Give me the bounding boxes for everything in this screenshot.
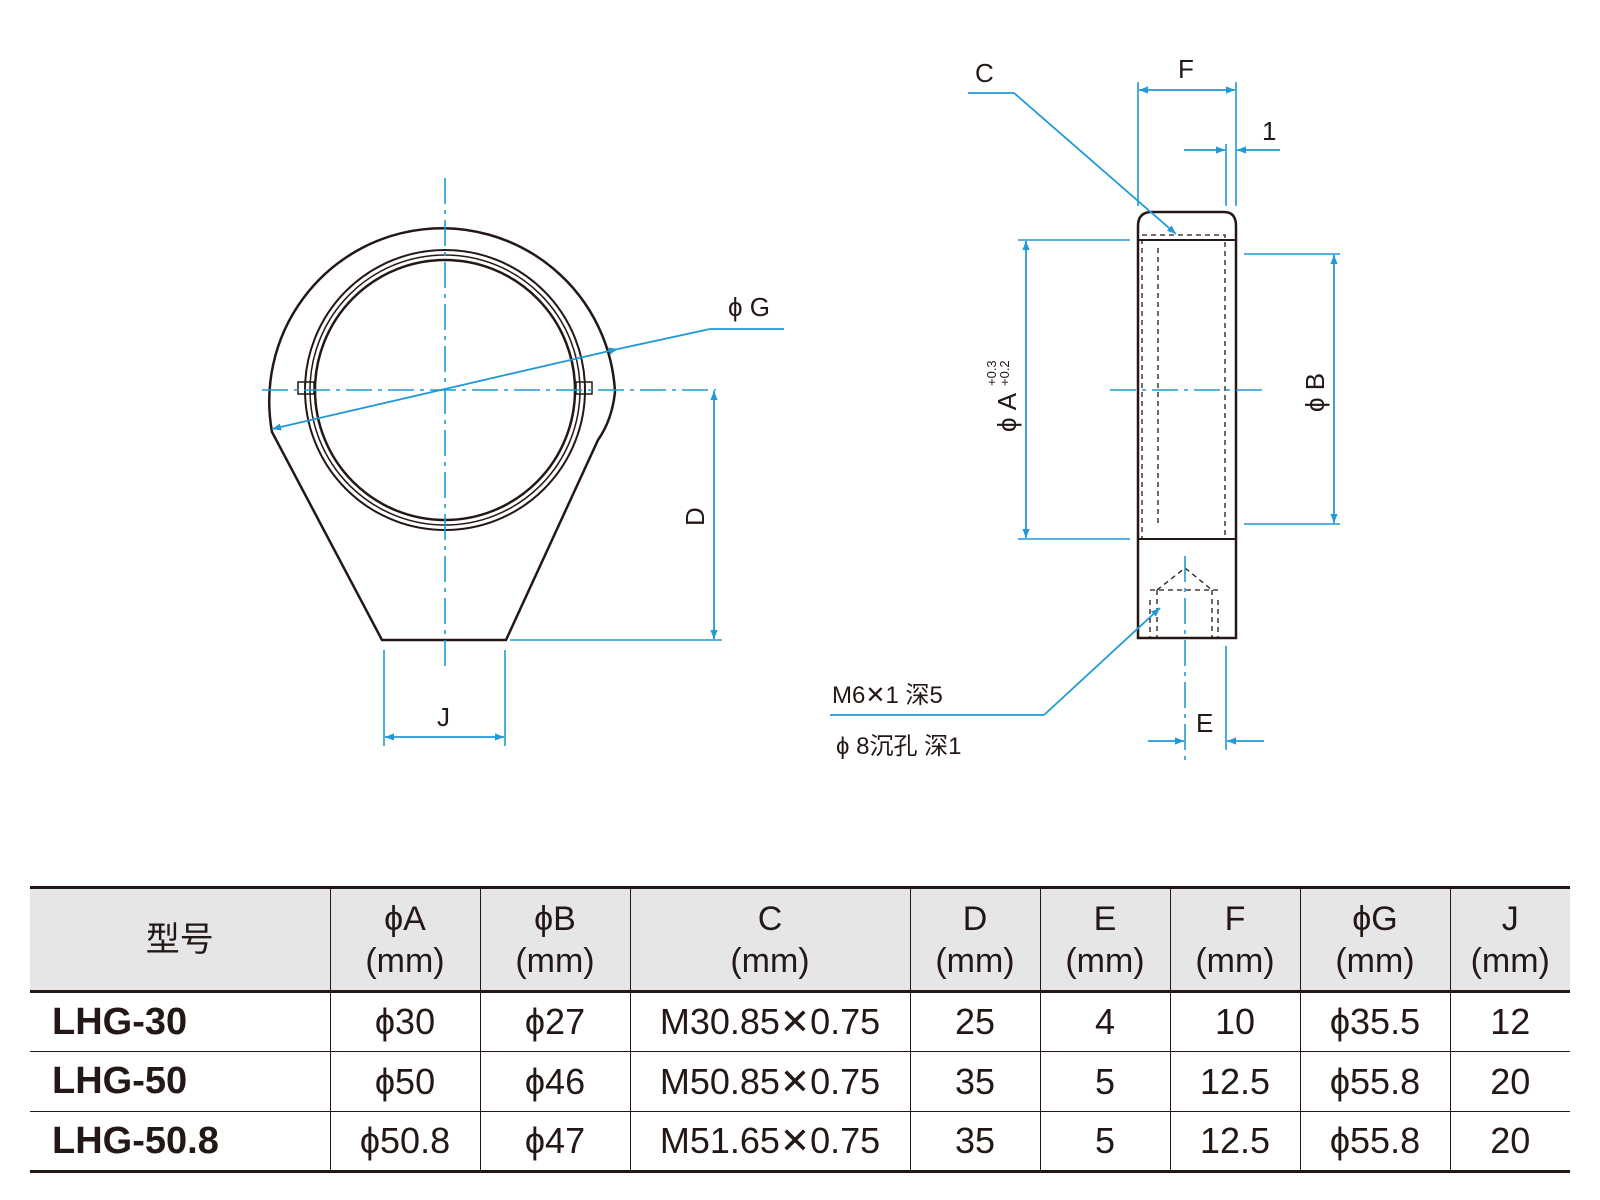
table-header-row: 型号 ϕA(mm) ϕB(mm) C(mm) D(mm) E(mm) F(mm)… — [30, 886, 1570, 993]
j-label: J — [437, 702, 450, 732]
cell-c: M30.85✕0.75 — [630, 991, 911, 1052]
cell-d: 35 — [910, 1111, 1041, 1173]
table-row: LHG-50 ϕ50 ϕ46 M50.85✕0.75 35 5 12.5 ϕ55… — [30, 1051, 1570, 1112]
cell-phi-a: ϕ30 — [330, 991, 481, 1052]
e-label: E — [1196, 708, 1213, 738]
cell-c: M51.65✕0.75 — [630, 1111, 911, 1173]
cell-f: 12.5 — [1170, 1051, 1301, 1112]
c-leader — [1013, 92, 1177, 235]
cell-e: 5 — [1040, 1051, 1171, 1112]
front-view: ϕ G D J — [262, 178, 784, 746]
table-row: LHG-50.8 ϕ50.8 ϕ47 M51.65✕0.75 35 5 12.5… — [30, 1111, 1570, 1173]
phi-b-label: ϕ B — [1300, 373, 1330, 412]
cell-phi-g: ϕ35.5 — [1300, 991, 1451, 1052]
one-label: 1 — [1262, 116, 1276, 146]
hidden-thread-region — [1141, 234, 1226, 540]
phi-g-leader-tail — [617, 328, 711, 350]
cell-phi-g: ϕ55.8 — [1300, 1051, 1451, 1112]
cell-f: 10 — [1170, 991, 1301, 1052]
cell-phi-a: ϕ50 — [330, 1051, 481, 1112]
cell-j: 12 — [1450, 991, 1570, 1052]
cell-model: LHG-30 — [30, 991, 331, 1052]
tap-note-line-2: ϕ 8沉孔 深1 — [836, 733, 961, 760]
header-phi-g: ϕG(mm) — [1300, 886, 1451, 993]
header-e: E(mm) — [1040, 886, 1171, 993]
header-phi-b: ϕB(mm) — [480, 886, 631, 993]
header-d: D(mm) — [910, 886, 1041, 993]
c-label: C — [975, 58, 994, 88]
side-body-outline — [1136, 210, 1238, 640]
technical-drawing: ϕ G D J F 1 — [262, 54, 1340, 760]
front-body-outline — [268, 227, 617, 642]
header-phi-a: ϕA(mm) — [330, 886, 481, 993]
phi-g-label: ϕ G — [728, 292, 770, 322]
f-label: F — [1178, 54, 1194, 84]
d-label: D — [680, 507, 710, 526]
cell-d: 35 — [910, 1051, 1041, 1112]
header-c: C(mm) — [630, 886, 911, 993]
cell-phi-b: ϕ46 — [480, 1051, 631, 1112]
spec-table: 型号 ϕA(mm) ϕB(mm) C(mm) D(mm) E(mm) F(mm)… — [30, 886, 1570, 1173]
cell-c: M50.85✕0.75 — [630, 1051, 911, 1112]
cell-phi-g: ϕ55.8 — [1300, 1111, 1451, 1173]
side-view: F 1 C ϕ A +0.3 +0.2 ϕ B E M6✕1 深5 — [830, 54, 1340, 760]
cell-e: 4 — [1040, 991, 1171, 1052]
phi-g-leader — [271, 347, 619, 431]
cell-phi-b: ϕ27 — [480, 991, 631, 1052]
phi-a-tol-lower: +0.2 — [997, 360, 1012, 386]
table-row: LHG-30 ϕ30 ϕ27 M30.85✕0.75 25 4 10 ϕ35.5… — [30, 991, 1570, 1052]
header-model: 型号 — [30, 886, 331, 993]
cell-d: 25 — [910, 991, 1041, 1052]
cell-f: 12.5 — [1170, 1111, 1301, 1173]
tap-leader — [1043, 607, 1161, 716]
phi-a-label: ϕ A — [992, 392, 1022, 432]
cell-j: 20 — [1450, 1111, 1570, 1173]
cell-e: 5 — [1040, 1111, 1171, 1173]
header-f: F(mm) — [1170, 886, 1301, 993]
hidden-tapped-hole — [1156, 567, 1213, 638]
tap-note-line-1: M6✕1 深5 — [832, 682, 943, 709]
cell-phi-a: ϕ50.8 — [330, 1111, 481, 1173]
cell-phi-b: ϕ47 — [480, 1111, 631, 1173]
phi-a-tol-upper: +0.3 — [984, 360, 999, 386]
hidden-counterbore — [1149, 589, 1219, 638]
cell-model: LHG-50.8 — [30, 1111, 331, 1173]
cell-model: LHG-50 — [30, 1051, 331, 1112]
header-j: J(mm) — [1450, 886, 1570, 993]
cell-j: 20 — [1450, 1051, 1570, 1112]
